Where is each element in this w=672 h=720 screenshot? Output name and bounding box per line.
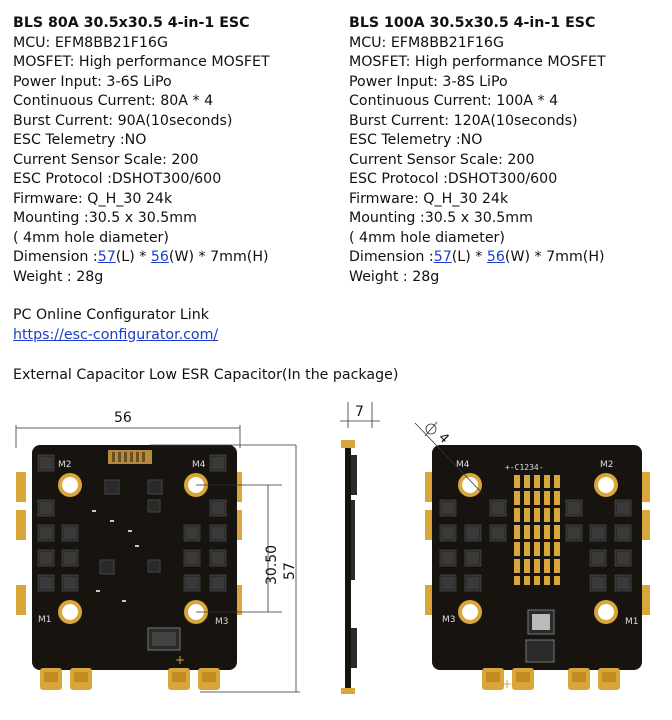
configurator-label: PC Online Configurator Link <box>13 307 209 323</box>
chip-text: +-C1234- <box>505 463 544 472</box>
plus-sign: + <box>175 653 185 667</box>
spec-line: ESC Telemetry :NO <box>349 132 483 148</box>
weight-line: Weight : 28g <box>13 268 104 285</box>
spec-line: ( 4mm hole diameter) <box>349 229 505 246</box>
hole-dimension <box>414 421 485 496</box>
spec-title: BLS 100A 30.5x30.5 4-in-1 ESC <box>349 15 596 31</box>
motor-label: M1 <box>38 615 52 625</box>
spec-line: MCU: EFM8BB21F16G <box>13 34 168 51</box>
length-link[interactable]: 57 <box>97 249 116 265</box>
weight-line: Weight : 28g <box>349 268 440 285</box>
esc-board-front: + M2 M4 M1 M3 <box>16 445 242 690</box>
configurator-block: PC Online Configurator Link https://esc-… <box>13 306 218 345</box>
spec-line: Power Input: 3-8S LiPo <box>349 73 508 90</box>
esc-board-back: +-C1234- + M4 M2 M3 M1 <box>425 445 650 691</box>
spec-line: Burst Current: 90A(10seconds) <box>13 112 233 129</box>
spec-title: BLS 80A 30.5x30.5 4-in-1 ESC <box>13 15 250 31</box>
width-link[interactable]: 56 <box>150 249 169 265</box>
length-link[interactable]: 57 <box>433 249 452 265</box>
motor-label: M2 <box>600 460 614 470</box>
spec-line: MCU: EFM8BB21F16G <box>349 34 504 51</box>
plus-sign: + <box>502 677 512 691</box>
mount-dim-label: 30.50 <box>264 545 280 585</box>
dimension-line: Dimension :57(L) * 56(W) * 7mm(H) <box>349 248 606 268</box>
spec-line: MOSFET: High performance MOSFET <box>349 54 606 70</box>
width-rest: (W) * 7mm(H) <box>504 249 605 265</box>
spec-line: Burst Current: 120A(10seconds) <box>349 112 578 129</box>
dimension-line: Dimension :57(L) * 56(W) * 7mm(H) <box>13 248 270 268</box>
motor-label: M4 <box>456 460 470 470</box>
height-dim-label: 57 <box>282 562 298 580</box>
width-link[interactable]: 56 <box>486 249 505 265</box>
spec-line: ( 4mm hole diameter) <box>13 229 169 246</box>
spec-line: Continuous Current: 100A * 4 <box>349 93 559 109</box>
configurator-link[interactable]: https://esc-configurator.com/ <box>13 326 219 343</box>
length-unit: (L) * <box>451 249 487 265</box>
spec-line: Current Sensor Scale: 200 <box>349 151 535 168</box>
length-unit: (L) * <box>115 249 151 265</box>
spec-column-80a: BLS 80A 30.5x30.5 4-in-1 ESC MCU: EFM8BB… <box>13 14 270 287</box>
thickness-dim-label: 7 <box>355 404 364 420</box>
dimension-prefix: Dimension : <box>349 249 434 265</box>
spec-line: Mounting :30.5 x 30.5mm <box>349 210 533 226</box>
dimension-prefix: Dimension : <box>13 249 98 265</box>
motor-label: M2 <box>58 460 72 470</box>
spec-line: Power Input: 3-6S LiPo <box>13 73 172 90</box>
spec-line: Firmware: Q_H_30 24k <box>349 190 509 207</box>
spec-line: ESC Protocol :DSHOT300/600 <box>349 171 558 187</box>
spec-line: ESC Telemetry :NO <box>13 132 147 148</box>
motor-label: M1 <box>625 617 639 627</box>
capacitor-note: External Capacitor Low ESR Capacitor(In … <box>13 367 399 383</box>
spec-line: ESC Protocol :DSHOT300/600 <box>13 171 222 187</box>
spec-line: Mounting :30.5 x 30.5mm <box>13 210 197 226</box>
esc-board-side <box>340 402 380 694</box>
motor-label: M4 <box>192 460 206 470</box>
spec-line: Continuous Current: 80A * 4 <box>13 93 214 109</box>
motor-label: M3 <box>442 615 456 625</box>
hole-dim-label: 4 <box>435 430 451 446</box>
width-dimension <box>15 425 300 693</box>
spec-column-100a: BLS 100A 30.5x30.5 4-in-1 ESC MCU: EFM8B… <box>349 14 606 287</box>
motor-label: M3 <box>215 617 229 627</box>
spec-line: Firmware: Q_H_30 24k <box>13 190 173 207</box>
spec-line: Current Sensor Scale: 200 <box>13 151 199 168</box>
width-dim-label: 56 <box>114 410 132 426</box>
width-rest: (W) * 7mm(H) <box>168 249 269 265</box>
spec-line: MOSFET: High performance MOSFET <box>13 54 270 70</box>
